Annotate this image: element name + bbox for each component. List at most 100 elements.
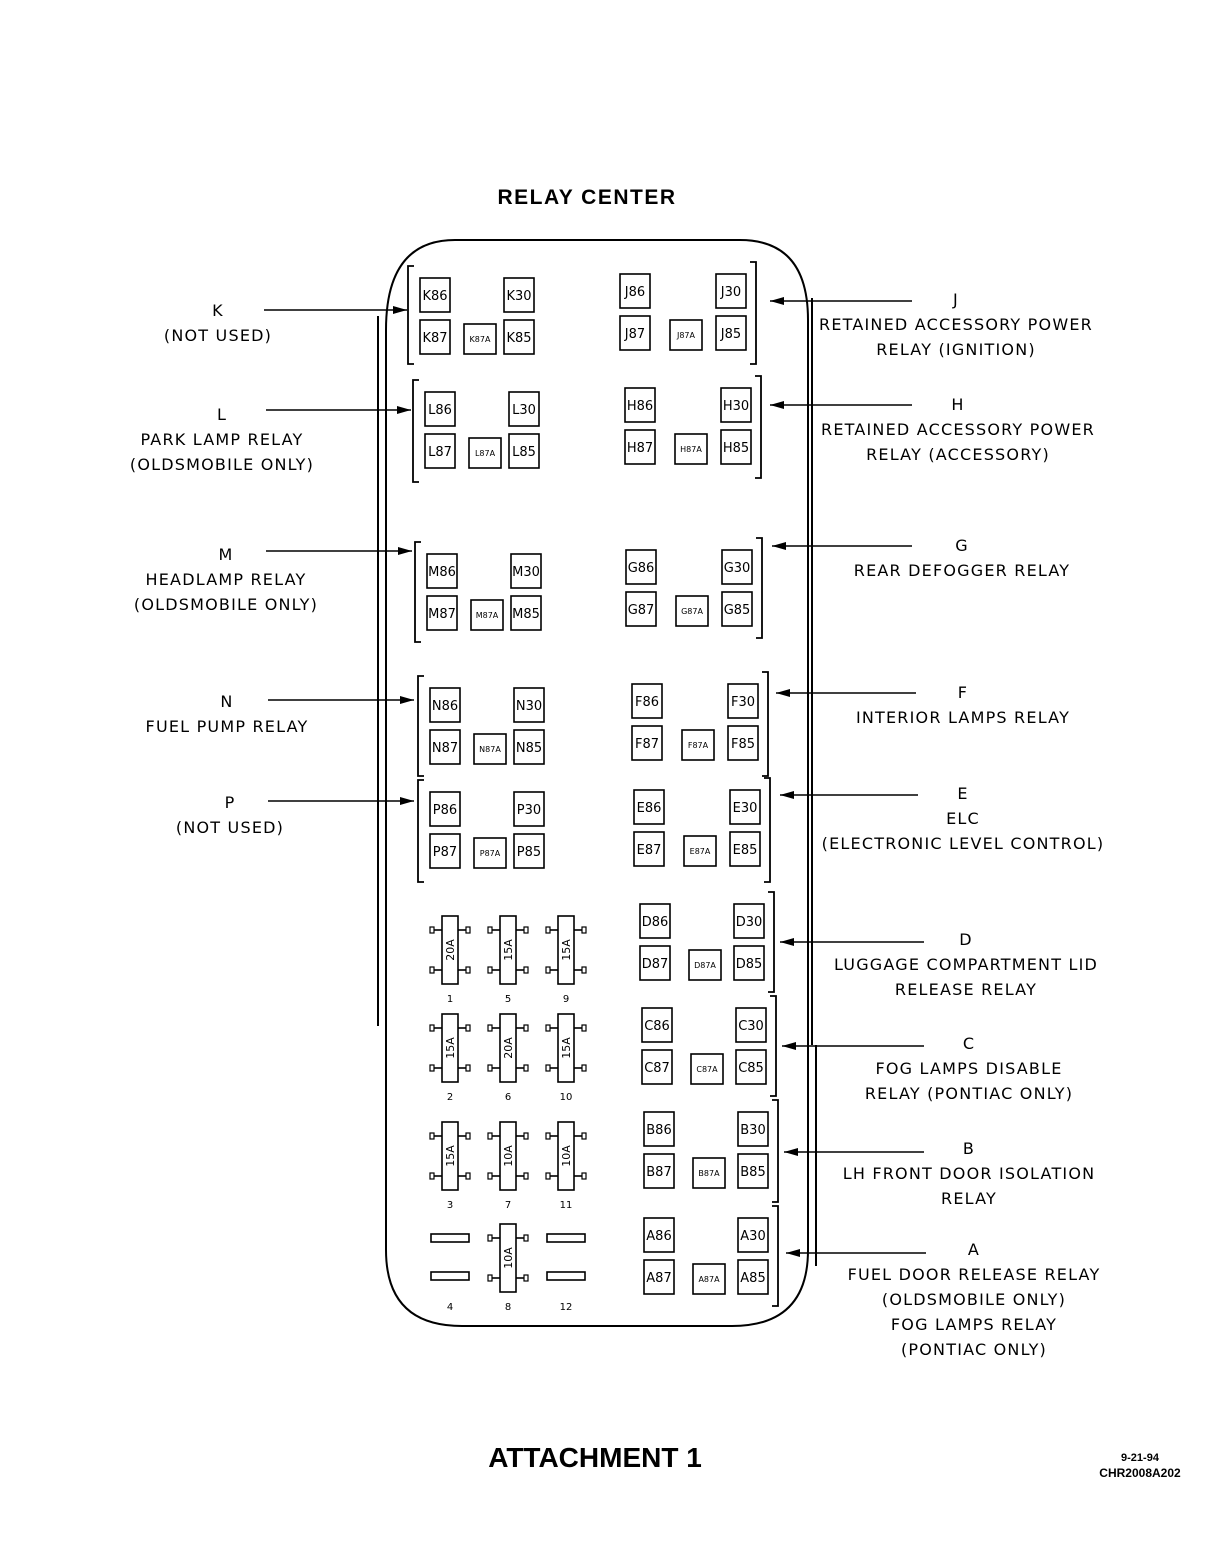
terminal-label: G86	[628, 561, 655, 576]
arrow-e	[780, 791, 918, 799]
fuse-rating: 15A	[444, 1145, 457, 1167]
fuse-rating: 15A	[560, 1037, 573, 1059]
terminal-p30: P30	[513, 791, 545, 827]
label-text: RELEASE RELAY	[894, 980, 1038, 999]
terminal-c30: C30	[735, 1007, 767, 1043]
relay-center-outline	[385, 239, 809, 1327]
terminal-p85: P85	[513, 833, 545, 869]
arrows	[264, 297, 926, 1257]
terminal-c87a: C87A	[690, 1053, 724, 1085]
terminal-label: B85	[740, 1165, 765, 1180]
terminal-label: D87	[642, 957, 669, 972]
label-p: P(NOT USED)	[80, 790, 380, 840]
terminal-label: F85	[731, 737, 755, 752]
terminal-p86: P86	[429, 791, 461, 827]
fuse-number: 1	[447, 994, 453, 1005]
terminal-label: A87A	[698, 1275, 720, 1284]
label-letter: D	[959, 930, 973, 949]
fuse-number: 3	[447, 1200, 453, 1211]
terminal-label: K86	[422, 289, 447, 304]
relay-bracket	[407, 265, 414, 365]
fuse-block: 20A115A515A915A220A615A1015A310A710A1141…	[429, 915, 587, 1313]
fuse-number: 6	[505, 1092, 511, 1103]
terminal-d87a: D87A	[688, 949, 722, 981]
fuse-rating: 20A	[444, 939, 457, 961]
terminal-label: P87	[433, 845, 457, 860]
terminal-label: N85	[516, 741, 542, 756]
terminal-k86: K86	[419, 277, 451, 313]
label-k: K(NOT USED)	[68, 298, 368, 348]
terminal-j30: J30	[715, 273, 747, 309]
terminal-label: P30	[517, 803, 541, 818]
terminal-label: C86	[644, 1019, 670, 1034]
arrow-l	[266, 406, 411, 414]
terminal-label: F87A	[688, 741, 709, 750]
label-letter: E	[957, 784, 969, 803]
terminal-m86: M86	[426, 553, 458, 589]
label-text: FUEL PUMP RELAY	[145, 717, 309, 736]
label-letter: B	[962, 1139, 976, 1158]
terminal-label: B87	[646, 1165, 671, 1180]
terminal-label: A86	[646, 1229, 671, 1244]
fuse-5: 15A 5	[487, 915, 529, 1005]
fuse-number: 11	[560, 1200, 573, 1211]
terminal-label: H30	[723, 399, 749, 414]
relay-bracket	[762, 671, 769, 777]
terminal-label: M86	[428, 565, 456, 580]
label-letter: H	[951, 395, 965, 414]
terminal-label: C30	[738, 1019, 764, 1034]
label-letter: P	[224, 793, 236, 812]
relay-bracket	[755, 375, 762, 479]
terminal-b86: B86	[643, 1111, 675, 1147]
terminal-g30: G30	[721, 549, 753, 585]
label-letter: L	[216, 405, 228, 424]
terminal-e30: E30	[729, 789, 761, 825]
relay-bracket	[750, 261, 757, 365]
terminal-label: B86	[646, 1123, 671, 1138]
terminal-label: L85	[512, 445, 536, 460]
terminal-g87: G87	[625, 591, 657, 627]
arrow-p	[268, 797, 414, 805]
arrow-k	[264, 306, 407, 314]
arrow-j	[770, 297, 912, 305]
arrow-b	[784, 1148, 924, 1156]
terminal-m30: M30	[510, 553, 542, 589]
terminal-c85: C85	[735, 1049, 767, 1085]
terminal-m85: M85	[510, 595, 542, 631]
label-text: FUEL DOOR RELEASE RELAY	[847, 1265, 1101, 1284]
terminal-label: J30	[720, 285, 741, 300]
label-letter: K	[212, 301, 224, 320]
terminal-label: A30	[740, 1229, 765, 1244]
terminal-label: F86	[635, 695, 659, 710]
label-text: RETAINED ACCESSORY POWER	[819, 315, 1093, 334]
relay-bracket	[412, 379, 419, 483]
terminal-label: J87	[624, 327, 645, 342]
footer-code: CHR2008A202	[1099, 1466, 1181, 1480]
terminal-f30: F30	[727, 683, 759, 719]
fuse-rating: 15A	[502, 939, 515, 961]
terminal-d87: D87	[639, 945, 671, 981]
terminal-h87a: H87A	[674, 433, 708, 465]
label-letter: G	[955, 536, 969, 555]
label-text: RELAY (IGNITION)	[876, 340, 1036, 359]
terminal-k85: K85	[503, 319, 535, 355]
fuse-number: 4	[447, 1302, 453, 1313]
relay-bracket	[756, 537, 763, 639]
terminal-label: N86	[432, 699, 458, 714]
terminal-label: M85	[512, 607, 540, 622]
terminal-c86: C86	[641, 1007, 673, 1043]
fuse-number: 5	[505, 994, 511, 1005]
terminal-label: C87A	[696, 1065, 718, 1074]
